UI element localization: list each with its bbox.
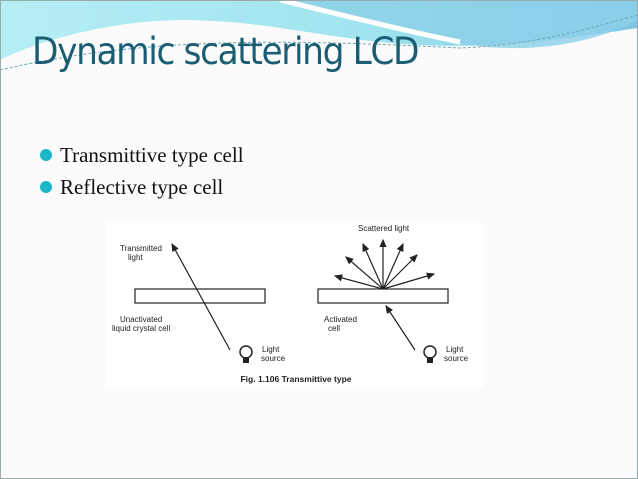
- unactivated-label: Unactivated: [120, 315, 162, 324]
- light-source-label-2: source: [444, 354, 469, 363]
- light-bulb-icon: [239, 345, 253, 363]
- transmitted-label: Transmitted: [120, 244, 162, 253]
- bullet-item: Reflective type cell: [40, 175, 223, 200]
- light-source-label-2: source: [261, 354, 286, 363]
- light-bulb-icon: [423, 345, 437, 363]
- bullet-text: Transmittive type cell: [60, 143, 244, 167]
- scattered-light-arrows: [333, 238, 436, 290]
- activated-label: Activated: [324, 315, 357, 324]
- bullet-text: Reflective type cell: [60, 175, 224, 199]
- bullet-dot-icon: [40, 149, 52, 161]
- light-source-label: Light: [262, 345, 280, 354]
- light-source-label: Light: [446, 345, 464, 354]
- bullet-dot-icon: [40, 181, 52, 193]
- slide-title: Dynamic scattering LCD: [32, 30, 419, 73]
- scattered-label: Scattered light: [358, 224, 410, 233]
- transmitted-light-arrow: [171, 242, 231, 351]
- figure-caption: Fig. 1.106 Transmittive type: [240, 374, 351, 384]
- transmitted-label-2: light: [128, 253, 143, 262]
- bullet-item: Transmittive type cell: [40, 143, 244, 168]
- activated-cell: [317, 288, 449, 304]
- lcd-diagram: Transmitted light Unactivated liquid cry…: [106, 222, 484, 388]
- activated-label-2: cell: [328, 324, 340, 333]
- unactivated-label-2: liquid crystal cell: [112, 324, 170, 333]
- incident-light-arrow: [385, 304, 416, 351]
